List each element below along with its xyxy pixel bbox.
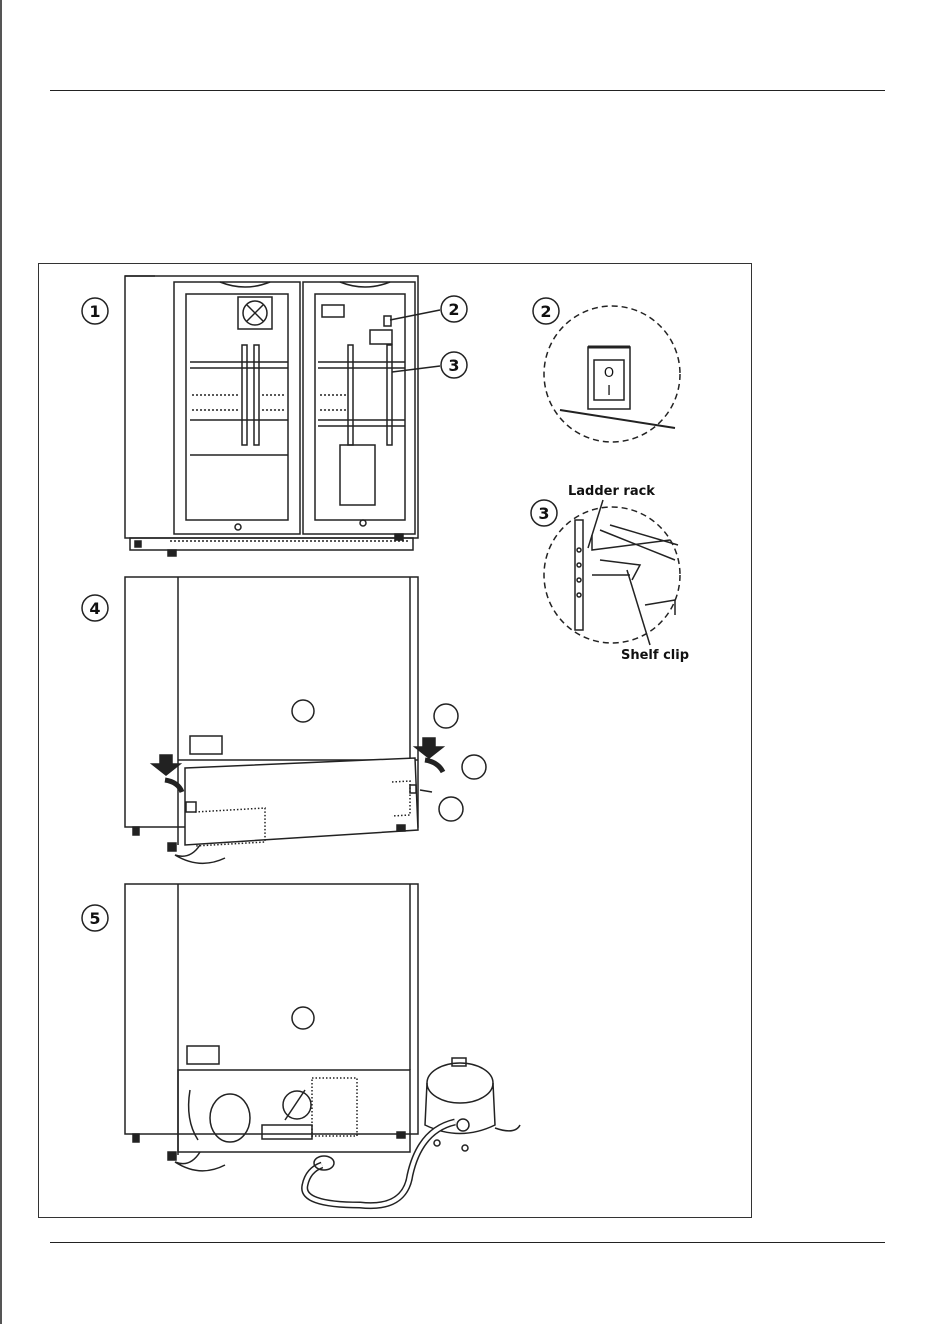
shelf-clip-label: Shelf clip [621, 648, 689, 663]
step-2-number: 2 [540, 302, 551, 321]
detail-3-ladder-rack [544, 500, 680, 645]
step-1-number: 1 [89, 302, 100, 321]
step-3-number: 3 [538, 504, 549, 523]
figure-1-cooler-front [125, 276, 440, 556]
step-4-number: 4 [89, 599, 100, 618]
figure-5-cooler-cleaning [125, 884, 520, 1206]
step-2-number-fig1: 2 [448, 300, 459, 319]
step-5-number: 5 [89, 909, 100, 928]
switch-off-mark: O [604, 366, 614, 381]
switch-on-mark: I [607, 384, 611, 399]
figure-4-cooler-rear [125, 577, 486, 863]
step-3-number-fig1: 3 [448, 356, 459, 375]
ladder-rack-label: Ladder rack [568, 484, 655, 499]
